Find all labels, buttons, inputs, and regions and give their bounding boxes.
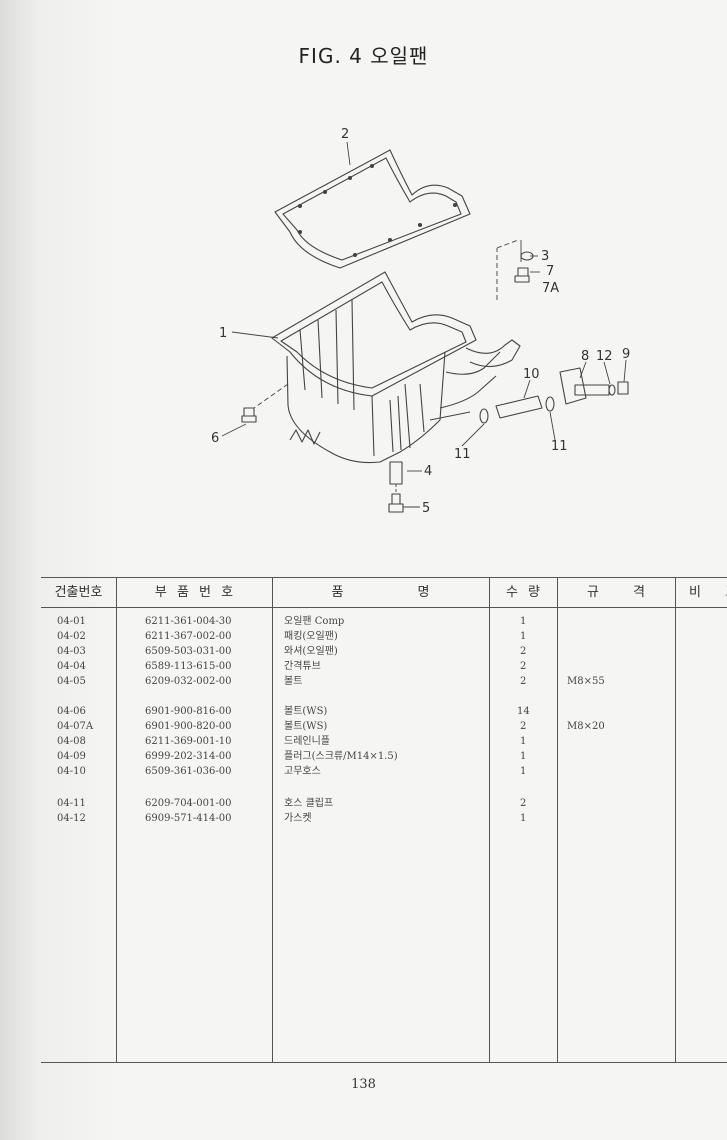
header-part-name: 품 명 bbox=[331, 585, 430, 600]
part-name: 드레인니플 bbox=[284, 736, 330, 747]
callout-label: 6 bbox=[211, 431, 219, 446]
quantity: 1 bbox=[520, 766, 527, 777]
ref-no: 04-11 bbox=[57, 798, 86, 809]
part-name: 패킹(오일팬) bbox=[284, 631, 338, 642]
quantity: 2 bbox=[520, 798, 527, 809]
ref-no: 04-10 bbox=[57, 766, 86, 777]
leader-lines bbox=[221, 141, 627, 508]
ref-no: 04-04 bbox=[57, 661, 86, 672]
quantity: 1 bbox=[520, 751, 527, 762]
ref-no: 04-05 bbox=[57, 676, 86, 687]
callout-label: 9 bbox=[622, 347, 630, 362]
part-name: 볼트(WS) bbox=[284, 706, 328, 717]
callout-label: 11 bbox=[551, 439, 568, 454]
part-number: 6589-113-615-00 bbox=[145, 661, 232, 672]
quantity: 2 bbox=[520, 646, 527, 657]
header-ref-no: 건출번호 bbox=[54, 585, 103, 600]
specification: M8×20 bbox=[567, 721, 605, 732]
small-parts bbox=[241, 251, 629, 513]
part-number: 6509-503-031-00 bbox=[145, 646, 232, 657]
ref-no: 04-09 bbox=[57, 751, 86, 762]
part-number: 6999-202-314-00 bbox=[145, 751, 232, 762]
exploded-parts-diagram: 2 3 7 7A 1 8 12 9 10 6 11 11 4 5 bbox=[211, 127, 630, 516]
quantity: 1 bbox=[520, 813, 527, 824]
header-quantity: 수 량 bbox=[505, 585, 541, 600]
part-name: 가스켓 bbox=[284, 813, 312, 824]
ref-no: 04-03 bbox=[57, 646, 86, 657]
callout-label: 5 bbox=[422, 501, 430, 516]
ref-no: 04-08 bbox=[57, 736, 86, 747]
ref-no: 04-06 bbox=[57, 706, 86, 717]
ref-no: 04-07A bbox=[57, 721, 94, 732]
parts-table: 건출번호 부 품 번 호 품 명 수 량 규 격 비 고 04-01 6211-… bbox=[41, 577, 727, 1063]
header-part-number: 부 품 번 호 bbox=[154, 585, 234, 600]
part-name: 간격튜브 bbox=[284, 661, 321, 672]
quantity: 2 bbox=[520, 661, 527, 672]
quantity: 2 bbox=[520, 676, 527, 687]
part-number: 6901-900-816-00 bbox=[145, 706, 232, 717]
callout-label: 7A bbox=[542, 281, 559, 296]
ref-no: 04-01 bbox=[57, 616, 86, 627]
part-name: 플러그(스크류/M14×1.5) bbox=[284, 751, 398, 762]
quantity: 1 bbox=[520, 631, 527, 642]
part-number: 6509-361-036-00 bbox=[145, 766, 232, 777]
callout-label: 7 bbox=[546, 264, 554, 279]
callout-label: 10 bbox=[523, 367, 540, 382]
callout-label: 8 bbox=[581, 349, 589, 364]
quantity: 2 bbox=[520, 721, 527, 732]
table-header bbox=[41, 578, 727, 608]
part-number: 6211-361-004-30 bbox=[145, 616, 232, 627]
specification: M8×55 bbox=[567, 676, 605, 687]
quantity: 14 bbox=[517, 706, 530, 717]
oil-pan-part-1 bbox=[271, 271, 521, 464]
part-name: 볼트 bbox=[284, 676, 303, 687]
header-specification: 규 격 bbox=[586, 585, 646, 600]
figure-title: FIG. 4 오일팬 bbox=[298, 44, 429, 68]
part-number: 6211-369-001-10 bbox=[145, 736, 232, 747]
callout-label: 4 bbox=[424, 464, 432, 479]
part-name: 와셔(오일팬) bbox=[284, 646, 338, 657]
callout-label: 11 bbox=[454, 447, 471, 462]
part-name: 볼트(WS) bbox=[284, 721, 328, 732]
ref-no: 04-02 bbox=[57, 631, 86, 642]
part-name: 호스 클립프 bbox=[284, 798, 334, 809]
part-name: 고무호스 bbox=[284, 766, 321, 777]
callout-label: 1 bbox=[219, 326, 227, 341]
part-number: 6209-032-002-00 bbox=[145, 676, 232, 687]
callout-label: 3 bbox=[541, 249, 549, 264]
part-number: 6901-900-820-00 bbox=[145, 721, 232, 732]
gasket-part-2 bbox=[274, 149, 471, 269]
callout-label: 12 bbox=[596, 349, 613, 364]
part-name: 오일팬 Comp bbox=[284, 616, 345, 627]
part-number: 6209-704-001-00 bbox=[145, 798, 232, 809]
quantity: 1 bbox=[520, 736, 527, 747]
part-number: 6211-367-002-00 bbox=[145, 631, 232, 642]
quantity: 1 bbox=[520, 616, 527, 627]
ref-no: 04-12 bbox=[57, 813, 86, 824]
header-remarks: 비 고 bbox=[689, 585, 727, 600]
part-number: 6909-571-414-00 bbox=[145, 813, 232, 824]
page-number: 138 bbox=[351, 1077, 376, 1092]
callout-label: 2 bbox=[341, 127, 349, 142]
